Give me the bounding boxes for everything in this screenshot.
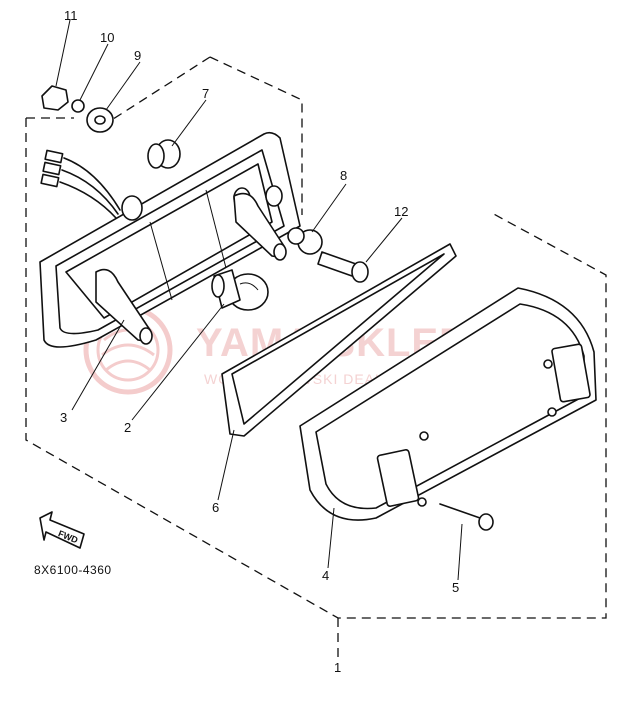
callout-12: 12 [394, 204, 408, 219]
bulb [211, 269, 269, 311]
collar [287, 227, 323, 255]
callout-6: 6 [212, 500, 219, 515]
forward-direction-marker: FWD [39, 511, 85, 549]
assembly-boundaries [25, 56, 607, 660]
bulb-socket-right [233, 192, 287, 261]
part-code: 8X6100-4360 [34, 563, 112, 577]
lens [299, 287, 597, 521]
callout-7: 7 [202, 86, 209, 101]
callout-10: 10 [100, 30, 114, 45]
nut [41, 85, 69, 111]
bulb-socket-left [95, 268, 153, 345]
callout-8: 8 [340, 168, 347, 183]
callouts: 11 10 9 7 8 12 3 2 6 4 5 1 [60, 8, 459, 675]
leader-lines [55, 19, 463, 581]
screw [439, 503, 494, 531]
subassembly-boundary [209, 56, 303, 215]
callout-3: 3 [60, 410, 67, 425]
callout-4: 4 [322, 568, 329, 583]
callout-9: 9 [134, 48, 141, 63]
gasket [221, 243, 457, 437]
callout-2: 2 [124, 420, 131, 435]
bolt-12 [317, 251, 369, 283]
wire-harness [40, 149, 121, 219]
callout-1: 1 [334, 660, 341, 675]
lock-washer [71, 99, 85, 113]
callout-11: 11 [64, 8, 78, 23]
grommet [147, 139, 181, 169]
callout-5: 5 [452, 580, 459, 595]
subassembly-link [95, 56, 211, 131]
main-assembly-boundary [25, 118, 607, 619]
washer [86, 107, 114, 133]
